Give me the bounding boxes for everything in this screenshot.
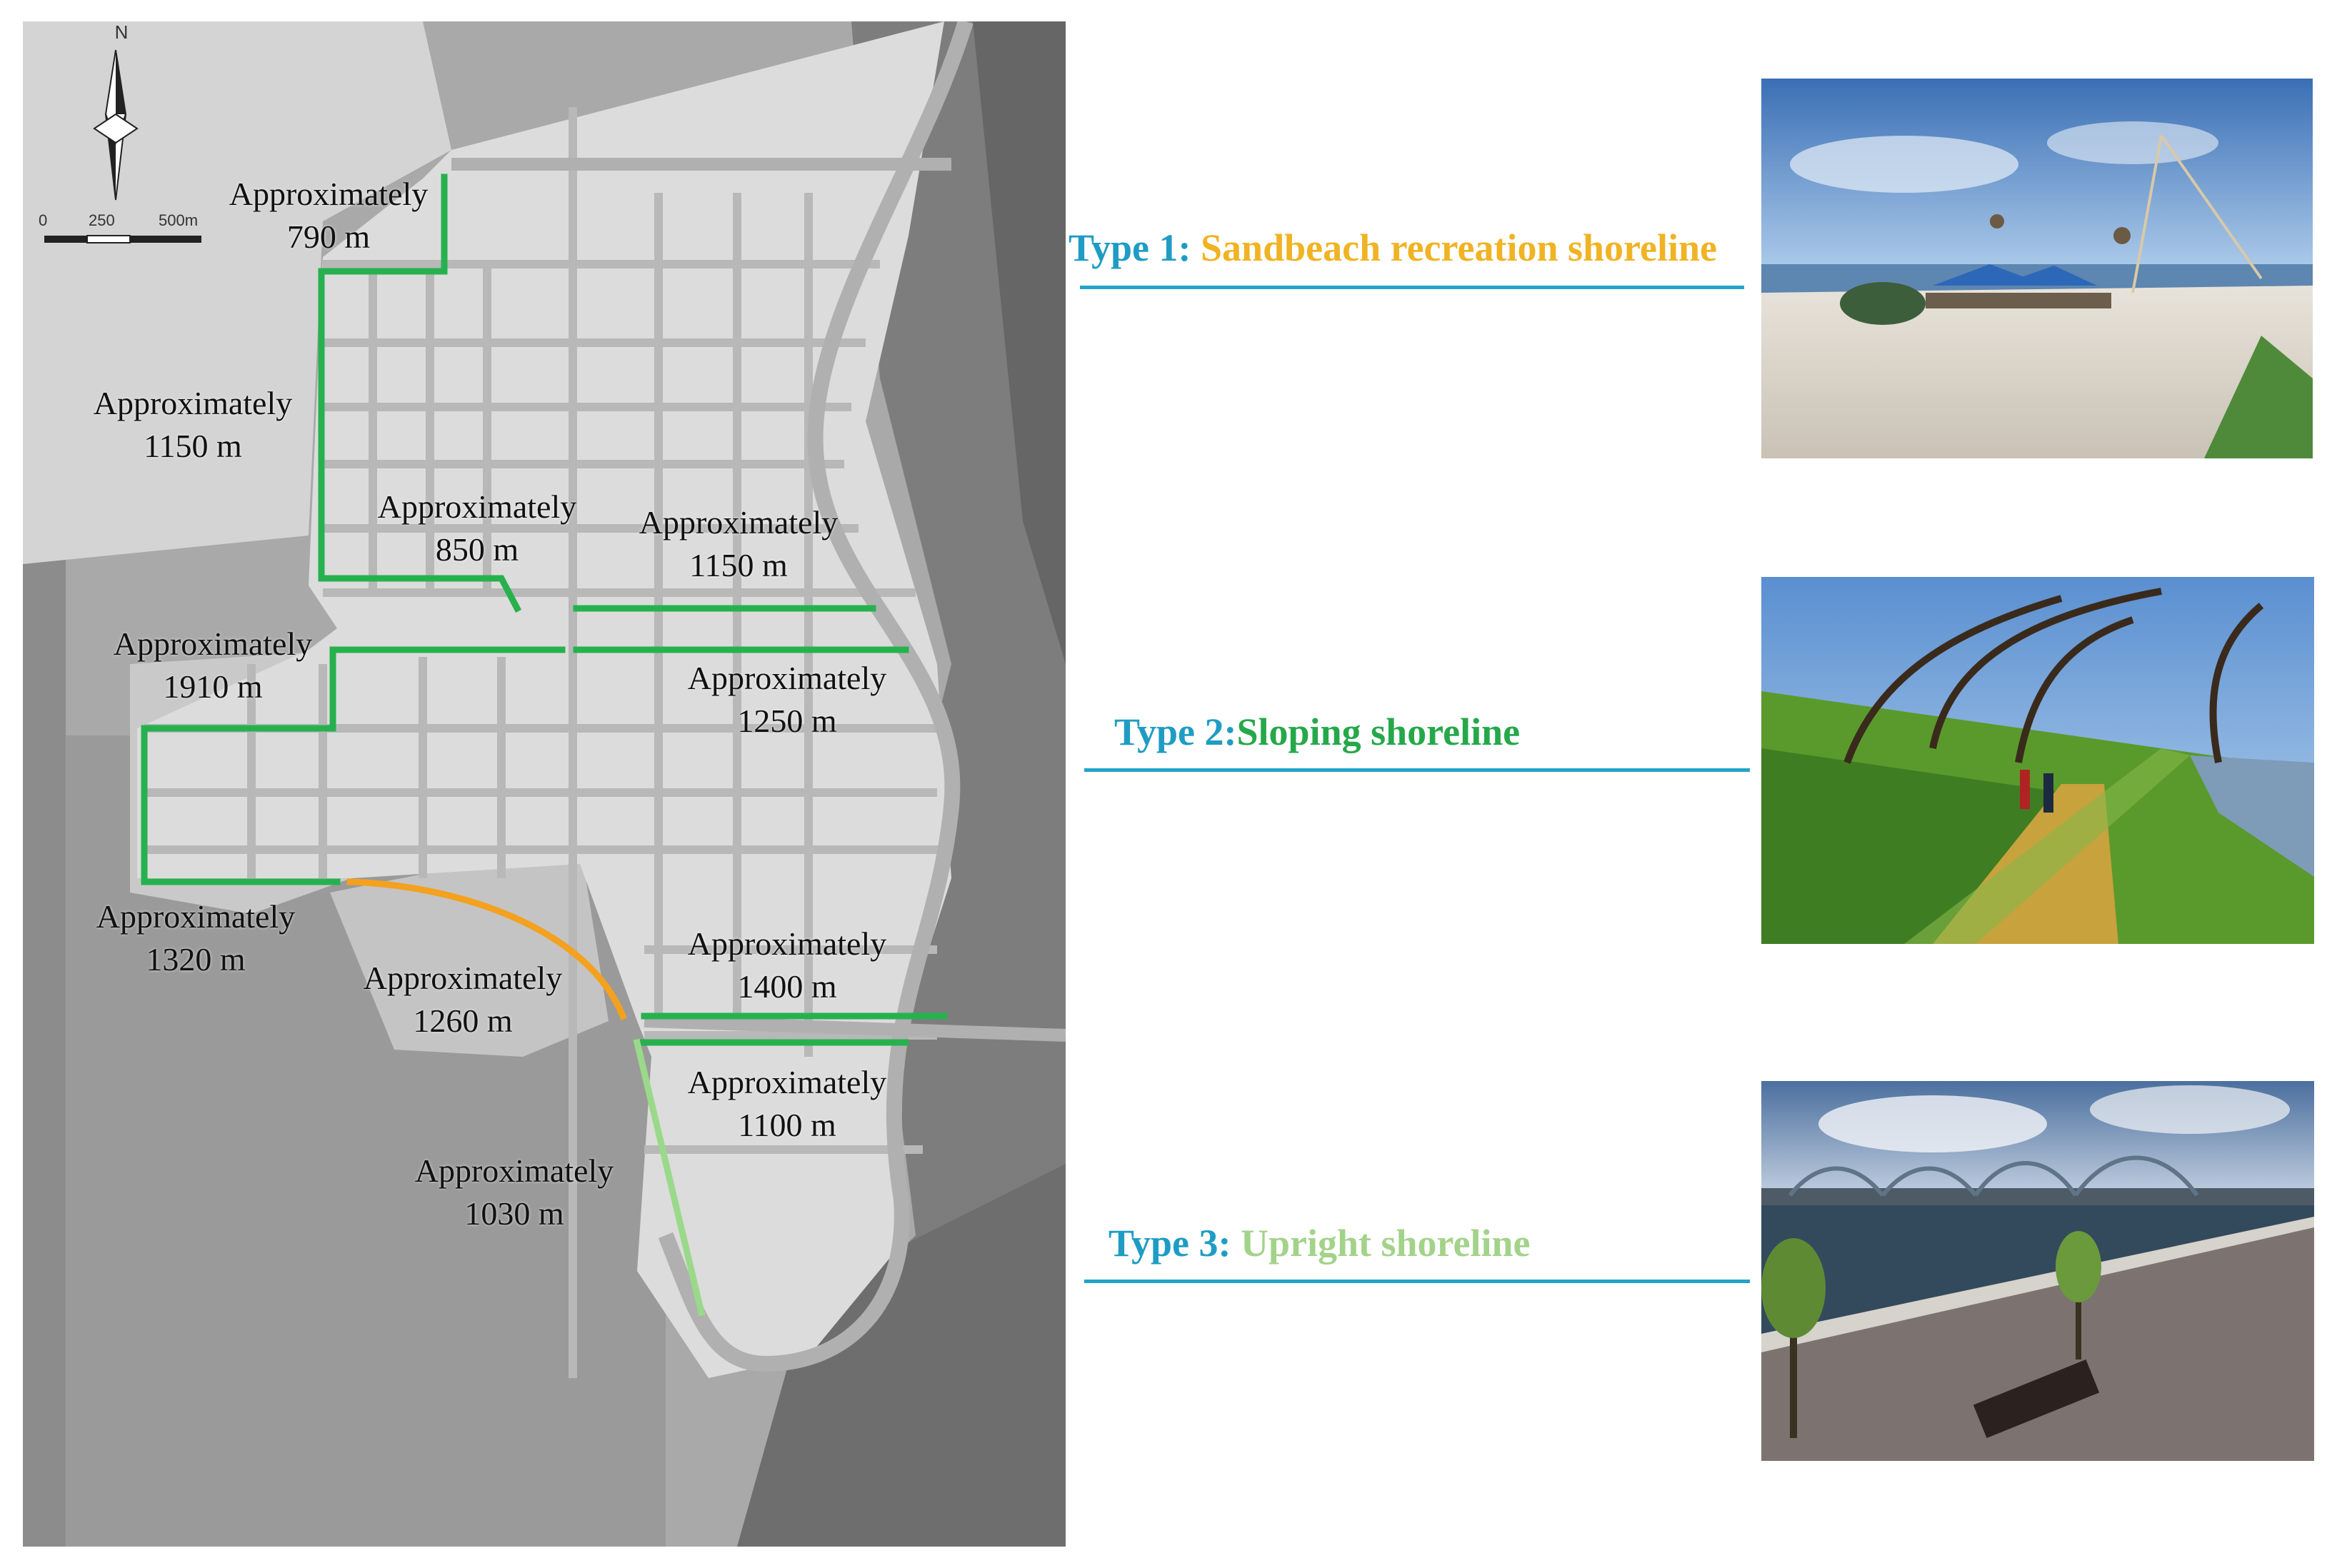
photo-sandbeach <box>1761 79 2313 458</box>
legend-type1-prefix: Type 1: <box>1069 226 1201 269</box>
legend-type2-name: Sloping shoreline <box>1236 710 1521 753</box>
north-arrow-icon <box>93 49 139 201</box>
legend-type1-rule <box>1080 286 1744 289</box>
legend-type3-prefix: Type 3: <box>1109 1222 1241 1265</box>
legend-type3-name: Upright shoreline <box>1241 1222 1531 1265</box>
legend-type1-title: Type 1: Sandbeach recreation shoreline <box>1069 226 1717 270</box>
photo-upright <box>1761 1081 2314 1461</box>
legend-type1-name: Sandbeach recreation shoreline <box>1201 226 1718 269</box>
scale-label-0: 0 <box>39 211 48 229</box>
aerial-image <box>23 21 1066 1547</box>
scale-label-250: 250 <box>89 211 115 229</box>
legend-type3-title: Type 3: Upright shoreline <box>1109 1221 1531 1265</box>
legend-type3-rule <box>1084 1280 1750 1283</box>
north-label: N <box>114 21 129 43</box>
legend-type2-prefix: Type 2: <box>1114 710 1237 753</box>
legend-type2-title: Type 2:Sloping shoreline <box>1114 710 1520 754</box>
photo-sloping <box>1761 577 2314 944</box>
legend-type2-rule <box>1084 768 1750 772</box>
scale-bar <box>44 235 201 243</box>
scale-label-500m: 500m <box>159 211 199 229</box>
